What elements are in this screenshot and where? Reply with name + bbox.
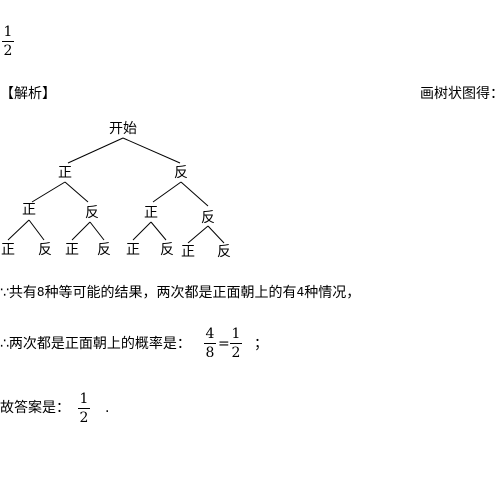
tree-l3-node: 反 (97, 242, 111, 258)
answer-denominator: 2 (3, 43, 13, 59)
tree-l2-node: 正 (22, 202, 36, 218)
tree-edge (64, 181, 89, 203)
tree-edge (67, 137, 124, 164)
fraction-denominator: 2 (231, 345, 241, 361)
final-period: . (105, 400, 110, 416)
tree-l1-node: 反 (174, 165, 188, 181)
tree-edge (152, 181, 182, 203)
fraction-numerator: 1 (79, 391, 89, 407)
line1-mid: 种等可能的结果，两次都是正面朝上的有 (44, 285, 297, 301)
tree-edge (207, 225, 225, 244)
line1-suffix: 种情况， (304, 285, 361, 301)
tree-edge (150, 221, 167, 241)
tree-edge (89, 221, 105, 241)
fraction-bar (204, 343, 216, 344)
tree-l2-node: 反 (201, 210, 215, 226)
line1-total: 8 (36, 285, 45, 299)
line2-prefix: ∴两次都是正面朝上的概率是： (0, 336, 191, 352)
tree-l3-node: 反 (217, 244, 231, 260)
fraction-numerator: 4 (205, 326, 215, 342)
tree-edge (132, 221, 152, 241)
fraction-bar (78, 408, 90, 409)
tree-l3-node: 正 (65, 242, 79, 258)
tree-l3-node: 正 (126, 242, 140, 258)
tree-l2-node: 正 (144, 205, 158, 221)
tree-caption: 画树状图得： (420, 86, 504, 102)
answer-fraction: 1 2 (2, 24, 14, 59)
tree-edge (7, 219, 30, 241)
conclusion-line-1: ∵共有8种等可能的结果，两次都是正面朝上的有4种情况， (0, 284, 360, 301)
tree-l1-node: 正 (58, 165, 72, 181)
final-answer-fraction: 1 2 (78, 391, 90, 426)
tree-root: 开始 (109, 121, 137, 137)
tree-l2-node: 反 (85, 205, 99, 221)
fraction-bar (2, 41, 14, 42)
tree-edge (31, 181, 66, 203)
fraction-denominator: 8 (205, 345, 215, 361)
line1-count: 4 (296, 285, 305, 299)
fraction-one-half: 1 2 (230, 326, 242, 361)
tree-l3-node: 正 (181, 244, 195, 260)
answer-numerator: 1 (3, 24, 13, 40)
fraction-bar (230, 343, 242, 344)
tree-l3-node: 正 (1, 242, 15, 258)
line2-suffix: ； (254, 336, 268, 352)
tree-l3-node: 反 (38, 242, 52, 258)
tree-edge (28, 219, 45, 241)
fraction-denominator: 2 (79, 410, 89, 426)
tree-edge (180, 181, 209, 207)
tree-edge (122, 137, 181, 164)
tree-l3-node: 反 (160, 242, 174, 258)
equals-sign: = (218, 336, 230, 352)
line1-prefix: ∵共有 (0, 285, 37, 301)
tree-edge (71, 221, 91, 241)
fraction-four-eighths: 4 8 (204, 326, 216, 361)
answer-label: 故答案是： (0, 400, 70, 416)
tree-diagram: 开始 正 反 正 反 正 反 正 反 正 反 正 反 正 反 (1, 121, 231, 260)
tree-edge (187, 225, 209, 244)
analysis-label: 【解析】 (0, 86, 56, 102)
fraction-numerator: 1 (231, 326, 241, 342)
